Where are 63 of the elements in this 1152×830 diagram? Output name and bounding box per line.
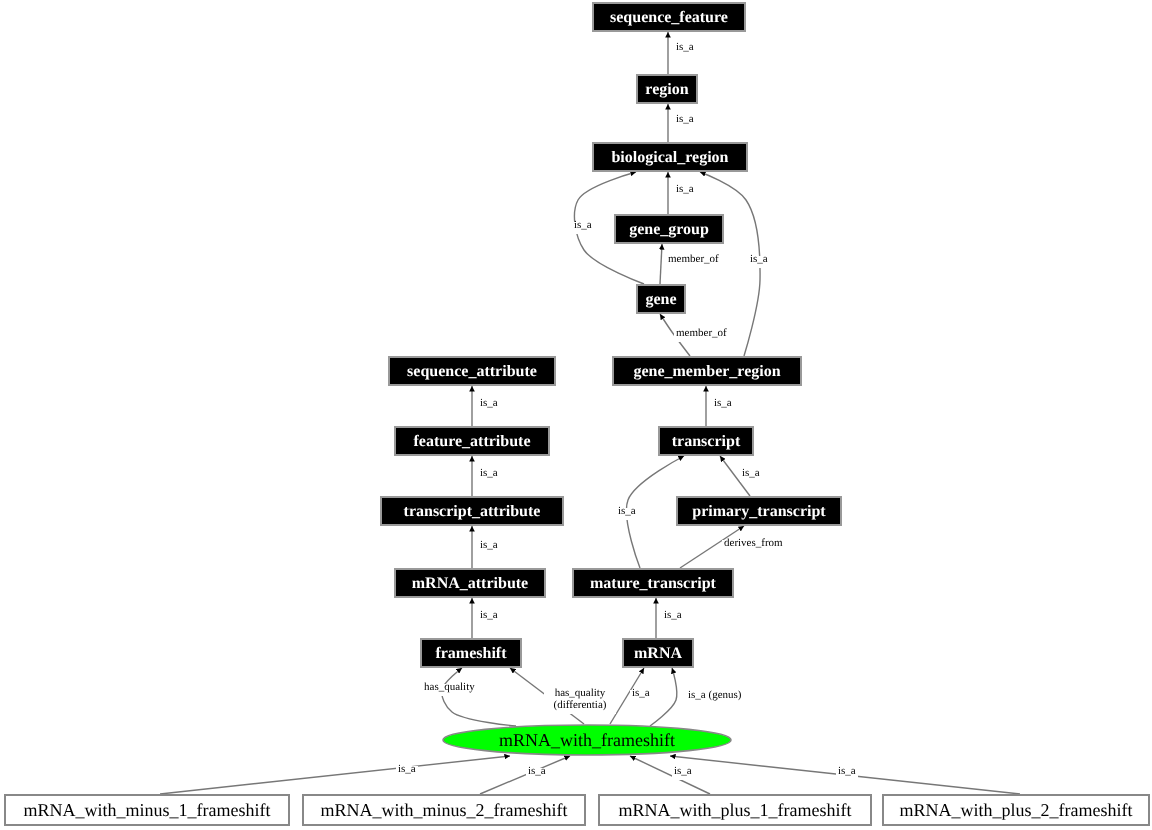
arrow [469, 455, 475, 497]
arrow [665, 171, 671, 215]
term-box [592, 142, 748, 172]
node-label: feature_attribute [413, 433, 531, 449]
term-box [394, 426, 550, 456]
arrow [699, 171, 761, 357]
arrow [703, 385, 709, 427]
node-label: gene_member_region [633, 363, 781, 379]
arrow [665, 103, 671, 143]
class-box [598, 794, 872, 826]
node-label: gene_group [629, 221, 709, 237]
arrow [441, 667, 517, 727]
node-label: mRNA_with_minus_1_frameshift [23, 801, 271, 819]
arrow [669, 753, 1021, 795]
class-box [302, 794, 586, 826]
node-label: biological_region [611, 149, 729, 165]
term-box [612, 356, 802, 386]
node-label: mRNA_with_minus_2_frameshift [320, 801, 568, 819]
term-box [388, 356, 556, 386]
node-label: mRNA_with_plus_1_frameshift [618, 801, 852, 819]
node-label: mature_transcript [590, 575, 716, 591]
node-label: sequence_attribute [407, 363, 537, 379]
arrow [719, 455, 751, 497]
term-box [572, 568, 734, 598]
node-label: gene [645, 291, 677, 307]
term-box [676, 496, 842, 526]
node-label: sequence_feature [610, 9, 728, 25]
arrow [625, 455, 685, 569]
arrow [658, 243, 665, 285]
node-label: mRNA_attribute [411, 575, 529, 591]
arrow [629, 755, 711, 795]
ellipse-node [442, 724, 732, 756]
node-label: mRNA_with_plus_2_frameshift [899, 801, 1133, 819]
arrow [659, 313, 691, 357]
arrow [679, 525, 745, 569]
arrow [649, 667, 678, 727]
term-box [614, 214, 724, 244]
term-box [592, 2, 746, 32]
term-box [380, 496, 564, 526]
arrow [653, 597, 659, 639]
term-box [622, 638, 694, 668]
arrow [469, 597, 475, 639]
node-label: primary_transcript [692, 503, 826, 519]
term-box [420, 638, 522, 668]
arrow [469, 525, 475, 569]
node-label: mRNA_with_frameshift [499, 731, 675, 749]
node-label: transcript_attribute [403, 503, 541, 519]
node-label: frameshift [435, 645, 507, 661]
arrow [573, 170, 645, 285]
arrow [665, 31, 671, 75]
class-box [4, 794, 290, 826]
node-label: region [645, 81, 689, 97]
class-box [882, 794, 1150, 826]
node-label: mRNA [634, 645, 682, 661]
arrow [609, 667, 645, 725]
term-box [658, 426, 754, 456]
arrow [159, 753, 511, 795]
arrow [479, 755, 571, 795]
term-box [636, 284, 686, 314]
term-box [394, 568, 546, 598]
node-label: transcript [671, 433, 741, 449]
term-box [636, 74, 698, 104]
arrow [469, 385, 475, 427]
